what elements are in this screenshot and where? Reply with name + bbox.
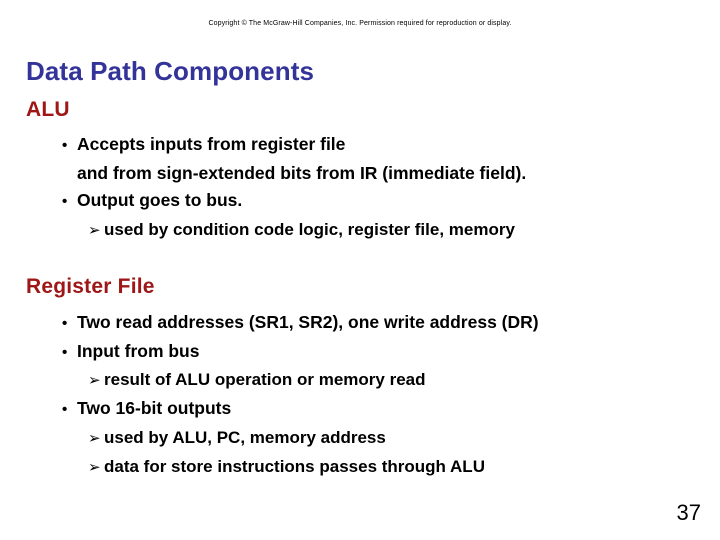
bullet-list-register-file: • Two read addresses (SR1, SR2), one writ… [0, 309, 720, 482]
arrow-bullet-icon: ➢ [88, 429, 101, 447]
section-heading-register-file: Register File [26, 275, 155, 298]
list-item-continuation: and from sign-extended bits from IR (imm… [0, 160, 720, 188]
list-item-label: and from sign-extended bits from IR (imm… [77, 162, 527, 183]
list-item: • Accepts inputs from register file [0, 131, 720, 160]
sub-list-item-label: used by condition code logic, register f… [104, 219, 515, 239]
bullet-marker-icon: • [62, 137, 68, 154]
sub-list-item: ➢data for store instructions passes thro… [0, 453, 720, 482]
list-item-label: Two 16-bit outputs [77, 398, 232, 419]
list-item: • Output goes to bus. [0, 187, 720, 216]
list-item: • Two 16-bit outputs [0, 395, 720, 424]
sub-list-item-label: result of ALU operation or memory read [104, 370, 426, 390]
bullet-marker-icon: • [62, 315, 68, 332]
list-item-label: Input from bus [77, 340, 200, 361]
list-item: • Two read addresses (SR1, SR2), one writ… [0, 309, 720, 338]
bullet-list-alu: • Accepts inputs from register file and f… [0, 131, 720, 245]
arrow-bullet-icon: ➢ [88, 221, 101, 239]
sub-list-item-label: used by ALU, PC, memory address [104, 427, 386, 447]
bullet-marker-icon: • [62, 401, 68, 419]
copyright-notice: Copyright © The McGraw-Hill Companies, I… [208, 20, 512, 27]
sub-list-item-label: data for store instructions passes throu… [104, 456, 485, 476]
list-item: • Input from bus [0, 338, 720, 367]
list-item-label: Accepts inputs from register file [77, 134, 346, 154]
section-heading-alu: ALU [26, 98, 70, 121]
list-item-label: Two read addresses (SR1, SR2), one write… [77, 312, 539, 332]
sub-list-item: ➢used by ALU, PC, memory address [0, 424, 720, 453]
arrow-bullet-icon: ➢ [88, 458, 101, 476]
page-number: 37 [676, 500, 701, 525]
arrow-bullet-icon: ➢ [88, 372, 101, 390]
bullet-marker-icon: • [62, 193, 68, 211]
sub-list-item: ➢result of ALU operation or memory read [0, 366, 720, 395]
sub-list-item: ➢used by condition code logic, register … [0, 216, 720, 245]
page-title: Data Path Components [26, 56, 315, 86]
list-item-label: Output goes to bus. [77, 190, 243, 211]
bullet-marker-icon: • [62, 343, 68, 361]
